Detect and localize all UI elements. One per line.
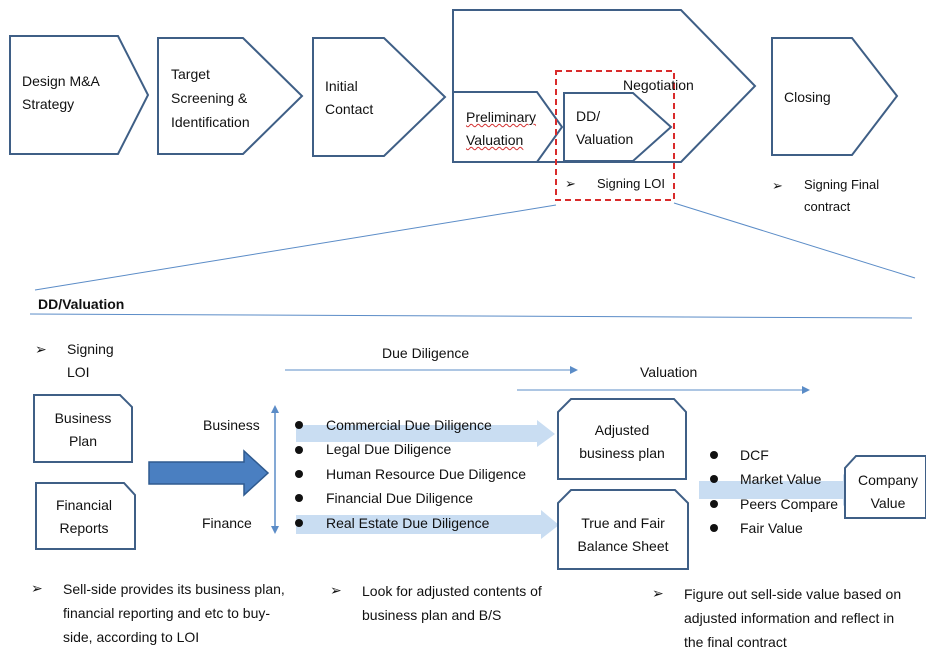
chevron-dd-valuation — [563, 92, 673, 162]
detail-signing-loi: Signing LOI — [67, 341, 114, 380]
bullet-dot — [710, 500, 718, 508]
due-diligence-arrowhead — [570, 366, 578, 374]
dd-item: Human Resource Due Diligence — [326, 466, 526, 482]
business-plan-shape — [33, 394, 133, 463]
preliminary-label: Preliminary — [466, 109, 537, 125]
business-axis-label: Business — [203, 417, 260, 433]
input-arrow — [148, 449, 270, 497]
arrow-bullet-icon: ➢ — [35, 341, 47, 357]
valuation-item: Peers Compare — [740, 496, 839, 512]
initial-contact-label: Initial Contact — [325, 78, 374, 117]
business-plan-label: Business Plan — [54, 410, 112, 449]
target-screening-label: Target Screening & Identification — [171, 66, 250, 130]
axis-arrowhead-up — [271, 405, 279, 413]
bullet-dot — [710, 475, 718, 483]
financial-reports-shape — [35, 482, 136, 550]
financial-reports-label: Financial Reports — [55, 497, 113, 536]
adjusted-plan-label: Adjusted business plan — [579, 422, 665, 461]
company-value-shape — [844, 455, 926, 519]
arrow-bullet-icon: ➢ — [31, 580, 43, 596]
finance-axis-label: Finance — [202, 515, 252, 531]
valuation-item: DCF — [740, 447, 769, 463]
arrow-bullet-icon: ➢ — [772, 178, 783, 193]
arrow-bullet-icon: ➢ — [652, 585, 664, 601]
dd-item: Legal Due Diligence — [326, 441, 452, 457]
chevron-design-strategy — [9, 35, 150, 155]
adjusted-plan-shape — [557, 398, 687, 480]
chevron-preliminary-valuation — [452, 91, 564, 163]
chevron-target-screening — [157, 37, 304, 155]
zoom-line-right — [673, 202, 916, 279]
chevron-initial-contact — [312, 37, 447, 157]
section-divider — [29, 313, 913, 319]
zoom-line-left — [34, 204, 557, 291]
light-arrow-value — [699, 474, 862, 506]
bullet-dot — [295, 519, 303, 527]
balance-sheet-label: True and Fair Balance Sheet — [577, 515, 669, 554]
arrow-bullet-icon: ➢ — [565, 176, 576, 191]
valuation-title: Valuation — [640, 364, 698, 380]
valuation-label: Valuation — [466, 132, 524, 148]
signing-loi-label: Signing LOI — [597, 176, 665, 191]
design-strategy-label: Design M&A Strategy — [22, 73, 100, 112]
due-diligence-title: Due Diligence — [382, 345, 470, 361]
note-value: Figure out sell-side value based on adju… — [684, 586, 902, 650]
axis-arrowhead-down — [271, 526, 279, 534]
bullet-dot — [710, 451, 718, 459]
negotiation-label: Negotiation — [623, 77, 694, 93]
bullet-dot — [295, 421, 303, 429]
chevron-closing — [771, 37, 899, 156]
bullet-dot — [295, 470, 303, 478]
signing-final-label: Signing Final contract — [804, 177, 880, 214]
bullet-dot — [295, 494, 303, 502]
highlight-box — [555, 70, 675, 201]
dd-valuation-label: DD/ Valuation — [576, 108, 634, 147]
balance-sheet-shape — [557, 489, 689, 570]
company-value-label: Company Value — [858, 472, 918, 511]
closing-label: Closing — [784, 89, 831, 105]
bullet-dot — [710, 524, 718, 532]
dd-item: Real Estate Due Diligence — [326, 515, 490, 531]
valuation-arrowhead — [802, 386, 810, 394]
note-sell-side: Sell-side provides its business plan, fi… — [63, 581, 285, 645]
arrow-bullet-icon: ➢ — [330, 582, 342, 598]
bullet-dot — [295, 446, 303, 454]
valuation-item: Fair Value — [740, 520, 803, 536]
light-arrow-lower — [296, 510, 559, 539]
note-adjusted: Look for adjusted contents of business p… — [362, 583, 542, 623]
dd-item: Commercial Due Diligence — [326, 417, 492, 433]
section-title: DD/Valuation — [38, 296, 125, 312]
light-arrow-upper — [296, 420, 555, 447]
dd-item: Financial Due Diligence — [326, 490, 474, 506]
valuation-item: Market Value — [740, 471, 822, 487]
